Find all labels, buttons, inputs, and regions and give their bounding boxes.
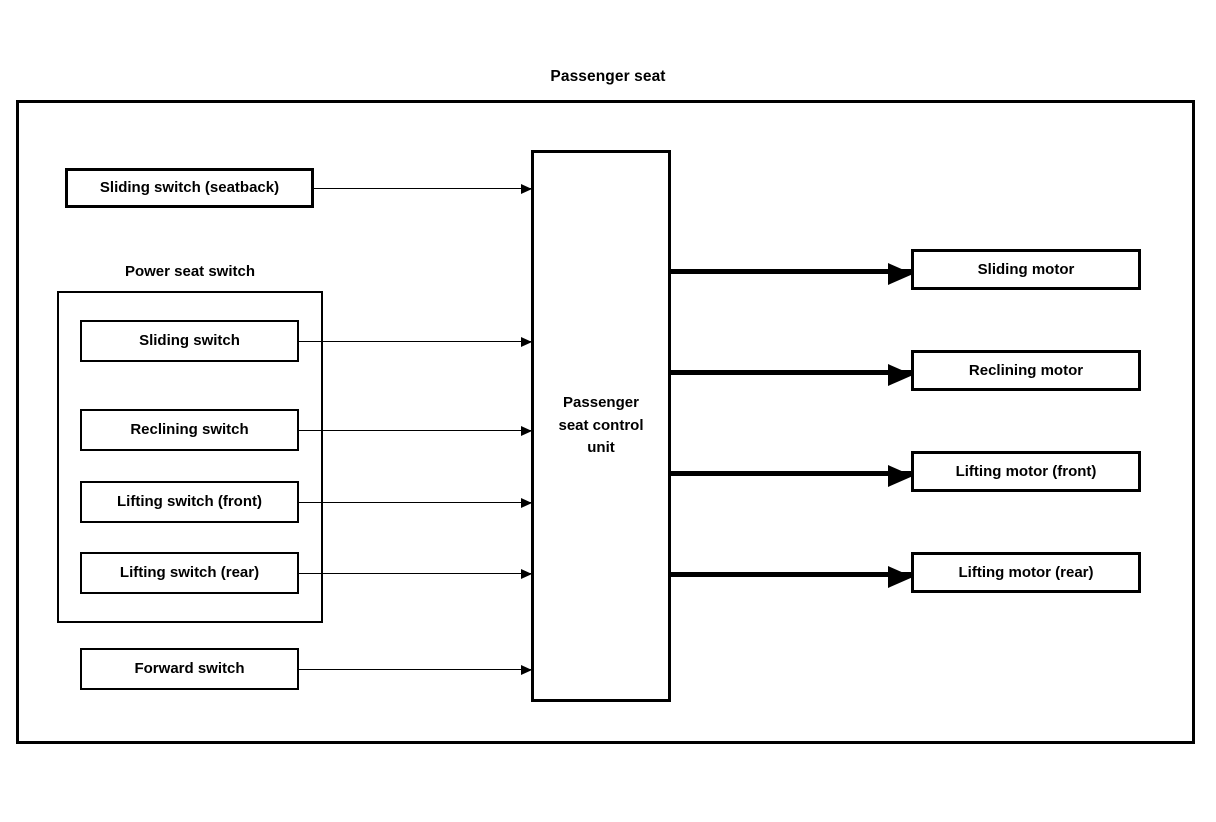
node-sliding-switch-seatback[interactable]: Sliding switch (seatback) [65,168,314,208]
arrowhead-icon [521,426,532,436]
group-label-power-seat-switch: Power seat switch [124,263,256,280]
node-label: Reclining switch [130,421,249,439]
control-unit-label: Passenger seat control unit [558,392,643,460]
node-sliding-switch[interactable]: Sliding switch [80,320,299,362]
node-label: Sliding switch [139,332,240,350]
node-label: Reclining motor [968,361,1084,379]
node-label: Sliding switch (seatback) [99,179,280,197]
node-label: Lifting motor (rear) [958,563,1094,581]
connector-forward-switch-to-control-unit [299,665,532,675]
connector-control-unit-to-reclining-motor [671,364,913,386]
node-reclining-motor[interactable]: Reclining motor [911,350,1141,391]
node-lifting-motor-rear[interactable]: Lifting motor (rear) [911,552,1141,593]
node-label: Forward switch [134,660,245,678]
node-label: Sliding motor [977,260,1075,278]
connector-control-unit-to-lifting-motor-rear [671,566,913,588]
arrowhead-icon [888,263,913,285]
connector-control-unit-to-sliding-motor [671,263,913,285]
connector-sliding-switch-to-control-unit [299,337,532,347]
arrowhead-icon [521,337,532,347]
connector-control-unit-to-lifting-motor-front [671,465,913,487]
control-unit-label-line-2: seat control [558,416,644,434]
arrowhead-icon [521,665,532,675]
arrowhead-icon [521,498,532,508]
node-lifting-switch-front[interactable]: Lifting switch (front) [80,481,299,523]
arrowhead-icon [521,569,532,579]
control-unit-label-line-1: Passenger [563,394,639,412]
node-label: Lifting switch (front) [117,493,262,511]
node-passenger-seat-control-unit[interactable]: Passenger seat control unit [531,150,671,702]
node-lifting-motor-front[interactable]: Lifting motor (front) [911,451,1141,492]
connector-reclining-switch-to-control-unit [299,426,532,436]
node-forward-switch[interactable]: Forward switch [80,648,299,690]
arrowhead-icon [888,465,913,487]
connector-sliding-switch-seatback-to-control-unit [314,184,532,194]
arrowhead-icon [521,184,532,194]
connector-lifting-switch-front-to-control-unit [299,498,532,508]
node-reclining-switch[interactable]: Reclining switch [80,409,299,451]
group-box-power-seat-switch [57,291,323,623]
arrowhead-icon [888,364,913,386]
control-unit-label-line-3: unit [587,439,615,457]
node-lifting-switch-rear[interactable]: Lifting switch (rear) [80,552,299,594]
page-title: Passenger seat [550,68,666,85]
arrowhead-icon [888,566,913,588]
node-sliding-motor[interactable]: Sliding motor [911,249,1141,290]
passenger-seat-boundary [16,100,1195,744]
node-label: Lifting motor (front) [955,462,1097,480]
node-label: Lifting switch (rear) [119,564,260,582]
connector-lifting-switch-rear-to-control-unit [299,569,532,579]
